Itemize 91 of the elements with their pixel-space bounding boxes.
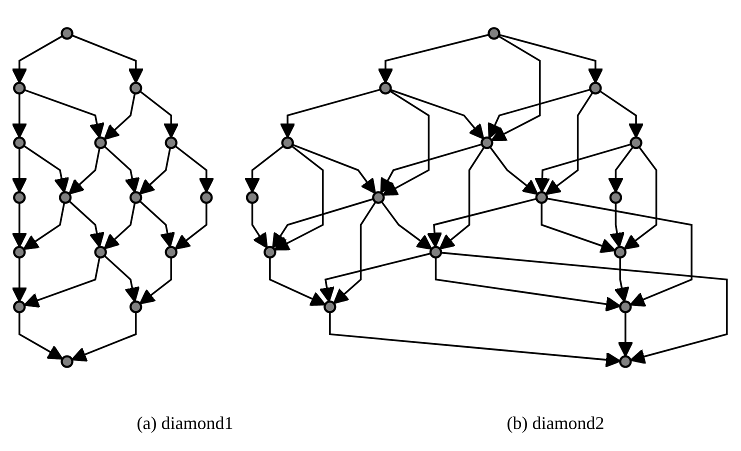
arrow — [274, 145, 324, 250]
arrow — [545, 92, 594, 196]
node-circle — [13, 300, 26, 314]
arrow — [440, 252, 728, 364]
node-circle — [13, 136, 26, 150]
node-circle — [13, 191, 26, 204]
arrow — [489, 146, 538, 195]
node-circle — [246, 191, 259, 204]
arrow — [599, 90, 644, 138]
panel-caption: (a) diamond1 — [136, 412, 234, 434]
arrow — [23, 202, 66, 250]
arrow — [390, 89, 484, 140]
arrow — [139, 200, 176, 248]
arrow — [24, 257, 100, 308]
node-circle — [614, 246, 626, 259]
node-circle — [609, 191, 622, 204]
arrow — [104, 202, 136, 250]
node-circle — [630, 136, 642, 150]
node-circle — [94, 136, 107, 150]
arrow — [24, 89, 104, 138]
arrow — [23, 145, 70, 193]
node-circle — [200, 191, 213, 204]
node-circle — [60, 27, 74, 40]
arrow — [380, 143, 482, 194]
arrow — [174, 145, 214, 193]
arrow — [72, 34, 144, 84]
arrow — [12, 93, 28, 138]
arrow — [488, 88, 591, 139]
arrow — [382, 90, 430, 196]
arrow — [329, 312, 621, 368]
arrow — [244, 145, 284, 193]
arrow — [426, 198, 537, 248]
arrow — [12, 257, 28, 302]
node-circle — [60, 355, 74, 368]
arrow — [104, 255, 140, 302]
arrow — [614, 257, 630, 302]
node-circle — [379, 82, 392, 94]
node-circle — [480, 136, 494, 150]
arrow — [139, 148, 171, 195]
arrow — [12, 202, 28, 248]
arrow — [333, 201, 376, 304]
arrow — [251, 202, 268, 248]
arrow — [292, 144, 376, 194]
node-circle — [164, 246, 178, 259]
node-circle — [130, 82, 142, 94]
arrow — [71, 312, 137, 362]
arrow — [434, 257, 621, 312]
node-circle — [164, 136, 178, 150]
arrow — [380, 201, 432, 250]
node-circle — [324, 300, 336, 314]
arrow — [272, 198, 374, 248]
arrow — [174, 202, 208, 250]
arrow — [12, 148, 28, 193]
node-circle — [130, 191, 142, 204]
node-circle — [264, 246, 276, 259]
node-circle — [58, 191, 72, 204]
arrow — [269, 257, 326, 306]
arrow — [439, 146, 485, 250]
arrow — [534, 143, 632, 193]
node-circle — [13, 82, 26, 94]
arrow — [624, 146, 658, 250]
arrow — [12, 35, 63, 84]
arrow — [68, 148, 100, 195]
arrow — [280, 88, 381, 138]
node-circle — [94, 246, 107, 259]
node-circle — [589, 82, 602, 94]
node-circle — [130, 300, 142, 314]
node-circle — [488, 27, 500, 40]
arrow — [68, 200, 104, 248]
arrow — [104, 146, 140, 193]
node-circle — [281, 136, 294, 150]
arrow — [540, 202, 616, 254]
node-circle — [619, 300, 632, 314]
node-circle — [429, 246, 442, 259]
node-circle — [13, 246, 26, 259]
arrow — [378, 34, 490, 84]
arrow — [608, 146, 634, 193]
arrow — [609, 202, 625, 248]
arrow — [618, 312, 634, 357]
node-circle — [535, 191, 548, 204]
arrow — [490, 35, 541, 142]
arrow — [18, 312, 64, 360]
arrow — [140, 90, 179, 138]
panel-caption: (b) diamond2 — [506, 412, 604, 434]
node-circle — [372, 191, 385, 204]
arrow — [319, 252, 431, 302]
arrow — [546, 198, 692, 307]
arrow — [498, 34, 604, 84]
arrow — [104, 93, 136, 140]
node-circle — [619, 355, 632, 368]
arrow — [139, 257, 172, 304]
